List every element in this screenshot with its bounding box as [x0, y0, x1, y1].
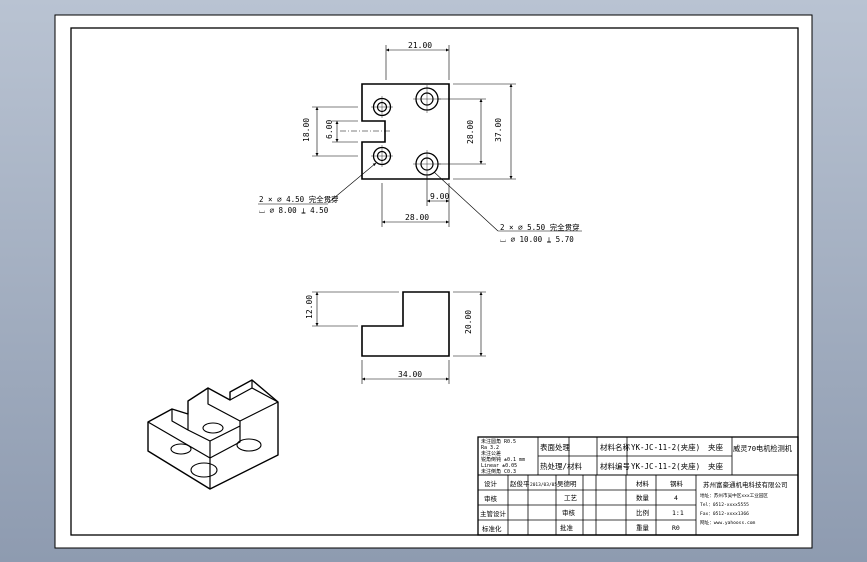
svg-text:设计: 设计	[484, 479, 498, 488]
dim-front-step[interactable]	[312, 291, 399, 327]
part-no-2: YK-JC-11-2(夹座)	[631, 461, 700, 471]
svg-text:标准化: 标准化	[482, 524, 502, 533]
dim-text-slot-inner: 6.00	[325, 120, 334, 139]
svg-text:审核: 审核	[484, 494, 498, 503]
leader-large-hole	[433, 171, 499, 232]
drawing-no-label: 材料编号	[600, 461, 630, 471]
small-hole-top	[371, 96, 393, 118]
svg-text:1:1: 1:1	[672, 509, 684, 517]
inner-frame	[70, 27, 799, 536]
svg-text:批准: 批准	[560, 523, 574, 532]
svg-text:重量: 重量	[636, 524, 650, 532]
surface-label: 表面处理	[540, 442, 570, 452]
svg-text:钢料: 钢料	[670, 479, 684, 488]
dim-text-hole-height: 28.00	[466, 120, 475, 144]
spec-rows: 材料 数量 比例 重量 钢料 4 1:1 R0	[636, 479, 684, 532]
dim-text-outer-height: 37.00	[494, 118, 503, 142]
iso-edges	[147, 380, 279, 489]
svg-text:工艺: 工艺	[564, 494, 578, 502]
leader-small-hole	[327, 162, 377, 204]
iso-hole-2	[202, 422, 224, 434]
svg-text:苏州富豪通机电科技有限公司: 苏州富豪通机电科技有限公司	[703, 480, 788, 489]
svg-text:材料: 材料	[636, 479, 650, 488]
dim-front-width[interactable]	[361, 360, 450, 384]
note-5: Linear ±0.05	[481, 463, 517, 469]
svg-text:比例: 比例	[636, 508, 649, 517]
svg-text:吴德明: 吴德明	[557, 479, 577, 488]
dim-text-top-width: 21.00	[408, 41, 432, 50]
callout-large-hole-1: 2 × ⌀ 5.50 完全贯穿	[500, 222, 580, 232]
iso-hole-4	[236, 438, 262, 452]
dim-text-front-step: 12.00	[305, 295, 314, 319]
callout-small-hole-2: ⌴ ⌀ 8.00 ⍊ 4.50	[259, 206, 329, 215]
svg-text:网址：www.yahooss.com: 网址：www.yahooss.com	[700, 519, 756, 526]
iso-hole-3	[190, 462, 218, 478]
dim-outer-height[interactable]	[453, 83, 516, 180]
dim-text-front-width: 34.00	[398, 370, 422, 379]
approval-rows: 设计 赵俊平 2013/03/05 吴德明 审核 工艺 主管设计 审核 标准化 …	[480, 479, 578, 533]
dim-text-front-height: 20.00	[464, 310, 473, 334]
svg-text:4: 4	[674, 494, 678, 502]
svg-text:地址：苏州市吴中区xxx工业园区: 地址：苏州市吴中区xxx工业园区	[700, 492, 768, 499]
dim-slot-inner[interactable]	[332, 120, 358, 143]
material-label: 材料名称	[600, 442, 630, 452]
note-3: 未注公差	[481, 450, 501, 457]
title-block-notes: 未注圆角 R0.5 Ra 3.2 未注公差 锐角倒钝 ±0.1 mm Linea…	[481, 438, 525, 475]
part-no: YK-JC-11-2(夹座)	[631, 442, 700, 452]
project-name: 威灵70电机检测机	[733, 444, 793, 453]
front-view[interactable]	[312, 291, 486, 384]
part-name: 夹座	[708, 442, 723, 452]
svg-text:2013/03/05: 2013/03/05	[530, 482, 557, 488]
dim-top-width[interactable]	[385, 45, 450, 80]
title-block[interactable]	[477, 436, 799, 536]
top-view-outline	[361, 83, 450, 180]
svg-text:R0: R0	[672, 524, 680, 532]
svg-text:审核: 审核	[562, 508, 576, 517]
svg-text:赵俊平: 赵俊平	[510, 479, 530, 488]
note-2: Ra 3.2	[481, 445, 499, 451]
dim-front-height[interactable]	[453, 291, 486, 357]
note-6: 未注倒角 C0.3	[481, 468, 516, 475]
dim-bottom-width[interactable]	[381, 183, 450, 227]
dim-hole-height[interactable]	[438, 98, 486, 165]
note-4: 锐角倒钝 ±0.1 mm	[481, 456, 525, 463]
part-name-2: 夹座	[708, 461, 723, 471]
note-1: 未注圆角 R0.5	[481, 438, 516, 445]
svg-text:数量: 数量	[636, 493, 650, 502]
dim-text-hole-offset: 9.00	[430, 192, 449, 201]
callout-small-hole-1: 2 × ⌀ 4.50 完全贯穿	[259, 194, 339, 204]
paper	[54, 14, 813, 549]
svg-text:主管设计: 主管设计	[480, 509, 507, 518]
callout-large-hole-2: ⌴ ⌀ 10.00 ⍊ 5.70	[500, 235, 574, 244]
dim-text-slot-outer: 18.00	[302, 118, 311, 142]
front-view-outline	[361, 291, 450, 357]
top-view[interactable]	[258, 45, 582, 232]
dim-hole-offset[interactable]	[426, 176, 449, 206]
isometric-view[interactable]	[147, 379, 279, 490]
heat-label: 热处理/材料	[540, 461, 583, 471]
small-hole-bottom	[371, 145, 393, 167]
dim-text-bottom-width: 28.00	[405, 213, 429, 222]
svg-text:Fax：0512-xxxx1366: Fax：0512-xxxx1366	[700, 511, 749, 517]
dim-slot-outer[interactable]	[312, 106, 358, 157]
svg-text:Tel：0512-xxxx5555: Tel：0512-xxxx5555	[700, 502, 749, 508]
iso-hole-1	[170, 443, 192, 455]
company-info: 苏州富豪通机电科技有限公司 地址：苏州市吴中区xxx工业园区 Tel：0512-…	[700, 480, 788, 526]
